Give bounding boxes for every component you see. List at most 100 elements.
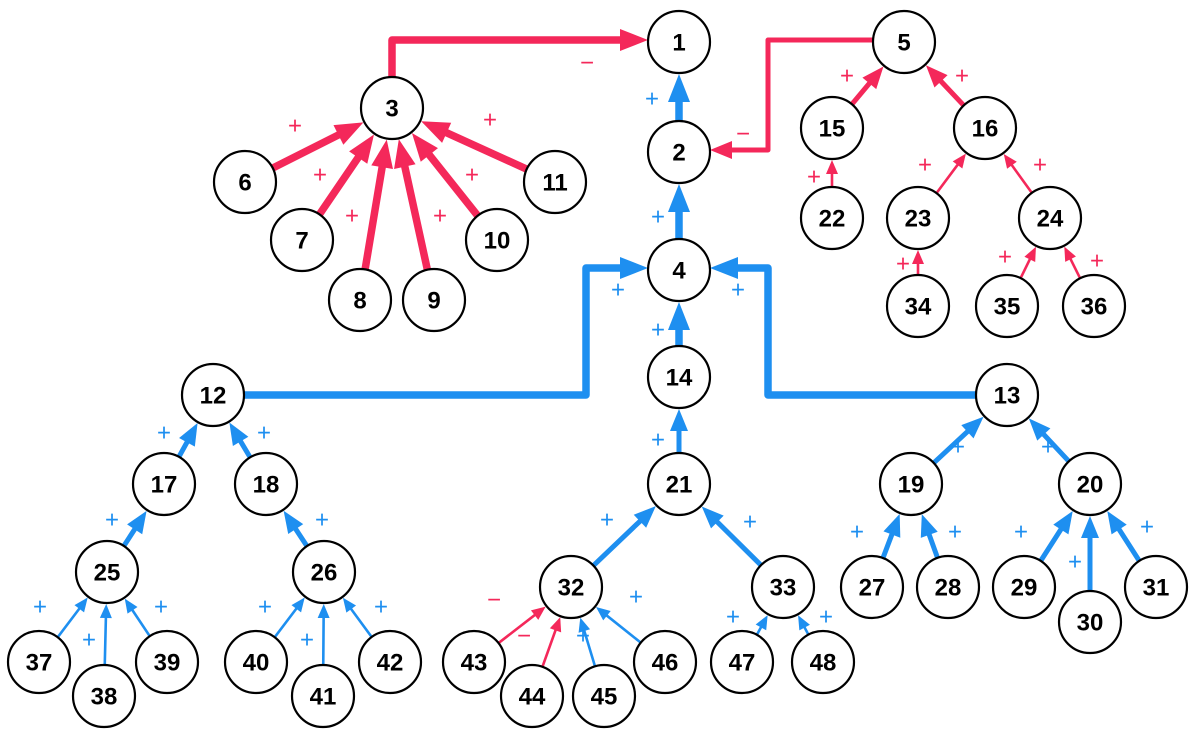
edge-sign-label: +: [1014, 519, 1028, 546]
edge-8-3: [361, 139, 393, 274]
arrowhead-icon: [710, 257, 738, 279]
arrowhead-icon: [798, 615, 810, 631]
node-28: 28: [915, 554, 981, 620]
node-circle: [441, 629, 507, 695]
edge-21-14: [670, 409, 688, 456]
edge-sign-label: +: [951, 434, 965, 461]
node-34: 34: [885, 273, 951, 339]
edge-sign-label: +: [315, 507, 329, 534]
edge-line: [604, 613, 643, 644]
node-label: 33: [770, 575, 797, 602]
arrowhead-icon: [179, 423, 198, 447]
node-circle: [839, 554, 905, 620]
node-circle: [571, 663, 637, 729]
node-30: 30: [1057, 589, 1123, 655]
node-44: 44: [499, 663, 565, 729]
edge-20-13: [1028, 418, 1072, 464]
node-circle: [357, 629, 423, 695]
edge-sign-label: +: [731, 277, 745, 304]
arrowhead-icon: [411, 133, 438, 162]
arrowhead-icon: [925, 65, 948, 88]
arrowhead-icon: [826, 160, 838, 174]
node-circle: [180, 362, 246, 428]
edge-line: [497, 612, 538, 645]
arrowhead-icon: [920, 514, 938, 538]
arrowhead-icon: [74, 597, 88, 613]
node-circle: [790, 629, 856, 695]
node-label: 5: [897, 30, 910, 57]
edge-line: [727, 37, 876, 153]
arrowhead-icon: [1053, 510, 1073, 535]
edge-17-12: [176, 423, 198, 460]
edge-line: [121, 525, 139, 549]
node-circle: [1057, 451, 1123, 517]
arrowhead-icon: [620, 257, 648, 279]
edge-sign-label: +: [258, 594, 272, 621]
arrowhead-icon: [127, 510, 147, 535]
node-circle: [134, 629, 200, 695]
edge-sign-label: +: [33, 594, 47, 621]
edge-30-20: [1081, 516, 1099, 594]
edge-23-16: [935, 153, 966, 195]
node-circle: [327, 267, 393, 333]
node-circle: [885, 185, 951, 251]
edge-sign-label: +: [288, 113, 302, 140]
node-circle: [646, 9, 712, 75]
edge-sign-label: +: [1068, 549, 1082, 576]
node-36: 36: [1061, 273, 1127, 339]
node-label: 25: [94, 560, 121, 587]
edge-line: [582, 627, 597, 668]
edge-sign-label: −: [487, 587, 501, 614]
edge-22-15: [826, 160, 838, 189]
node-label: 39: [154, 650, 181, 677]
arrowhead-icon: [862, 66, 884, 90]
arrowhead-icon: [701, 506, 724, 529]
arrowhead-icon: [1081, 516, 1099, 538]
arrowhead-icon: [710, 141, 732, 159]
node-label: 28: [935, 575, 962, 602]
node-label: 29: [1011, 575, 1038, 602]
node-label: 40: [243, 650, 270, 677]
edge-44-32: [541, 617, 562, 669]
arrowhead-icon: [124, 598, 138, 614]
edge-line: [56, 605, 82, 639]
edge-line: [590, 517, 644, 569]
node-24: 24: [1017, 185, 1083, 251]
edge-38-25: [99, 603, 112, 667]
node-circle: [538, 554, 604, 620]
edge-line: [926, 530, 941, 561]
edge-line: [237, 437, 253, 460]
edge-sign-label: +: [345, 203, 359, 230]
node-label: 3: [385, 96, 398, 123]
node-label: 35: [994, 294, 1021, 321]
edge-sign-label: −: [517, 623, 531, 650]
node-label: 4: [672, 258, 686, 285]
edge-14-4: [668, 302, 690, 350]
edge-35-24: [1019, 246, 1036, 280]
edge-sign-label: +: [374, 594, 388, 621]
node-43: 43: [441, 629, 507, 695]
edge-line: [935, 161, 961, 195]
edge-40-26: [273, 597, 305, 639]
edge-sign-label: +: [850, 519, 864, 546]
edge-24-16: [1003, 153, 1034, 195]
node-label: 17: [151, 472, 178, 499]
edge-27-19: [880, 513, 901, 561]
node-label: 1: [672, 30, 685, 57]
node-label: 36: [1081, 294, 1108, 321]
node-40: 40: [223, 629, 289, 695]
arrowhead-icon: [961, 416, 984, 439]
edge-sign-label: +: [948, 519, 962, 546]
node-label: 47: [729, 650, 756, 677]
edge-sign-label: +: [154, 594, 168, 621]
edge-line: [541, 627, 558, 669]
arrowhead-icon: [912, 250, 924, 264]
node-circle: [871, 9, 937, 75]
node-48: 48: [790, 629, 856, 695]
node-2: 2: [646, 119, 712, 185]
edge-sign-label: +: [726, 604, 740, 631]
node-label: 34: [905, 294, 932, 321]
edge-11-3: [421, 121, 531, 173]
node-label: 31: [1143, 575, 1170, 602]
